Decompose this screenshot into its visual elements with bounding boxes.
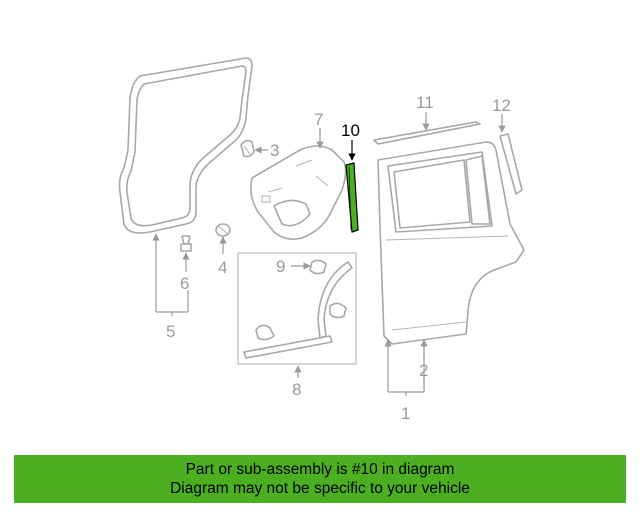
callout-9: 9 [276, 257, 285, 276]
part-4-grommet [215, 223, 231, 237]
callout-5: 5 [166, 322, 175, 341]
part-11-belt-moulding [373, 121, 481, 145]
callout-11: 11 [416, 93, 434, 112]
part-3-clip [240, 139, 255, 158]
leader-lines [152, 112, 506, 396]
part-8-group-box [237, 252, 357, 365]
info-banner: Part or sub-assembly is #10 in diagram D… [14, 455, 626, 503]
callout-10: 10 [341, 121, 360, 140]
callout-7: 7 [314, 110, 323, 129]
part-6-push-pin [180, 235, 192, 252]
callout-4: 4 [218, 258, 227, 277]
part-5-door-weatherstrip [118, 57, 253, 234]
banner-line-1: Part or sub-assembly is #10 in diagram [185, 461, 455, 478]
part-10-highlighted-moulding [345, 162, 359, 233]
callout-6: 6 [180, 274, 189, 293]
part-1-rear-door [377, 141, 525, 345]
parts-diagram: 1 2 3 4 5 6 7 8 9 10 11 12 [118, 57, 525, 423]
callout-3: 3 [270, 141, 279, 160]
part-12-side-strip [499, 133, 523, 195]
callout-2: 2 [419, 361, 428, 380]
callout-12: 12 [492, 96, 511, 115]
callout-labels: 1 2 3 4 5 6 7 8 9 10 11 12 [166, 93, 511, 423]
callout-1: 1 [401, 404, 410, 423]
banner-line-2: Diagram may not be specific to your vehi… [170, 480, 470, 497]
callout-8: 8 [292, 380, 301, 399]
part-7-trim-panel [250, 145, 347, 240]
